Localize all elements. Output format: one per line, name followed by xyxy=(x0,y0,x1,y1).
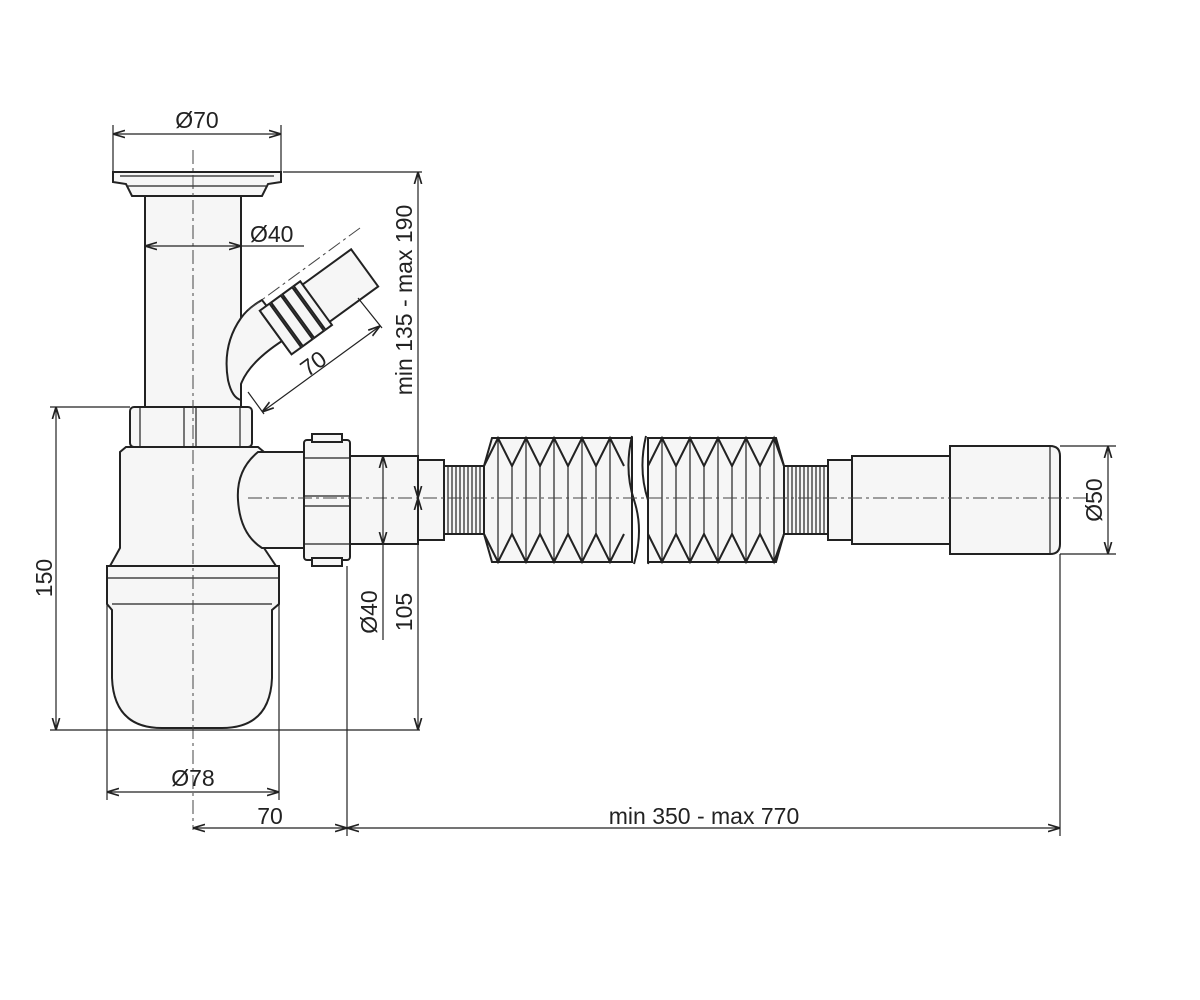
label-outlet-height: 105 xyxy=(391,593,417,631)
label-end-diameter: Ø50 xyxy=(1081,478,1107,521)
siphon-body xyxy=(106,171,419,729)
top-nut xyxy=(129,406,253,448)
label-strainer-diameter: Ø70 xyxy=(175,107,218,133)
label-hose-length: min 350 - max 770 xyxy=(609,803,799,829)
dim-end-diameter: Ø50 xyxy=(1060,445,1116,555)
label-bottle-diameter: Ø78 xyxy=(171,765,214,791)
side-outlet xyxy=(236,451,305,549)
dim-outlet-diameter: Ø40 xyxy=(356,456,383,640)
dim-bottle-diameter: Ø78 xyxy=(106,604,280,800)
dim-hose-length: min 350 - max 770 xyxy=(347,554,1061,836)
label-outlet-diameter: Ø40 xyxy=(356,590,382,633)
bottle-cup xyxy=(106,565,280,729)
center-lines xyxy=(192,150,1090,830)
dim-outlet-height: 105 xyxy=(391,498,418,730)
label-outlet-offset: 70 xyxy=(257,803,283,829)
dim-outlet-offset: 70 xyxy=(193,566,348,836)
dim-total-height: 150 xyxy=(31,406,420,731)
label-total-height: 150 xyxy=(31,559,57,597)
label-overflow-length: 70 xyxy=(295,345,331,381)
label-pipe-diameter: Ø40 xyxy=(250,221,293,247)
corrugated-hose xyxy=(417,435,1061,565)
strainer-flange xyxy=(112,171,282,197)
outlet-tube xyxy=(349,455,419,545)
label-height-range: min 135 - max 190 xyxy=(391,205,417,395)
dim-pipe-diameter: Ø40 xyxy=(145,221,304,247)
dim-height-range: min 135 - max 190 xyxy=(283,171,422,498)
dim-strainer-diameter: Ø70 xyxy=(112,107,282,172)
